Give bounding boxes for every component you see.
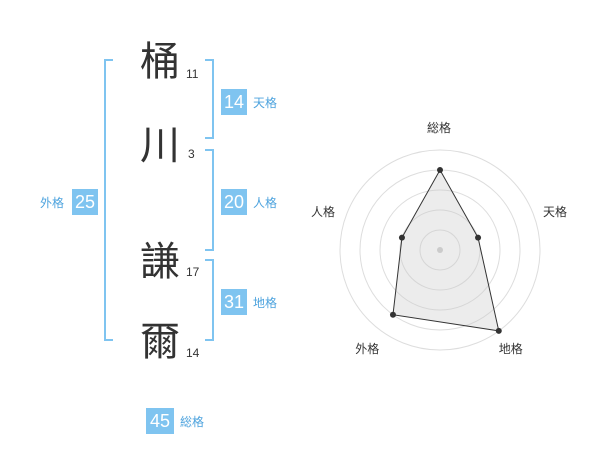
stroke-count-2: 3	[188, 147, 195, 161]
radar-axis-label: 天格	[543, 205, 568, 220]
radar-center	[437, 247, 443, 253]
radar-point-5	[398, 234, 405, 241]
radar-point-2	[475, 234, 482, 241]
chikaku-label: 地格	[253, 296, 278, 310]
gaikaku-label: 外格	[40, 196, 65, 210]
radar-ring	[339, 149, 541, 351]
name-char-1: 桶	[140, 39, 180, 85]
radar-point-1	[437, 167, 443, 173]
radar-axis-label: 地格	[498, 341, 523, 356]
radar-point-4	[389, 311, 396, 318]
stroke-count-1: 11	[186, 67, 199, 81]
chikaku-value: 31	[221, 289, 247, 315]
tenkaku-bracket	[205, 59, 214, 139]
radar-ring	[379, 189, 501, 311]
radar-point-3	[495, 327, 502, 334]
soukaku-label: 総格	[180, 415, 205, 429]
radar-polygon	[392, 168, 500, 332]
stroke-count-3: 17	[186, 265, 200, 279]
soukaku-value: 45	[146, 408, 174, 434]
radar-ring	[399, 209, 481, 291]
radar-axis-label: 人格	[310, 205, 335, 220]
chikaku-bracket	[205, 259, 214, 341]
name-char-2: 川	[140, 123, 180, 169]
name-char-4: 爾	[140, 319, 180, 365]
gaikaku-value: 25	[72, 189, 98, 215]
jinkaku-bracket	[205, 149, 214, 251]
jinkaku-label: 人格	[253, 196, 278, 210]
gaikaku-bracket	[104, 59, 113, 341]
tenkaku-label: 天格	[253, 96, 278, 110]
name-char-3: 謙	[140, 239, 180, 285]
jinkaku-value: 20	[221, 189, 247, 215]
tenkaku-value: 14	[221, 89, 247, 115]
radar-axis-label: 総格	[427, 121, 452, 135]
radar-ring	[419, 229, 461, 271]
radar-axis-label: 外格	[355, 341, 380, 356]
stroke-count-4: 14	[186, 346, 200, 360]
